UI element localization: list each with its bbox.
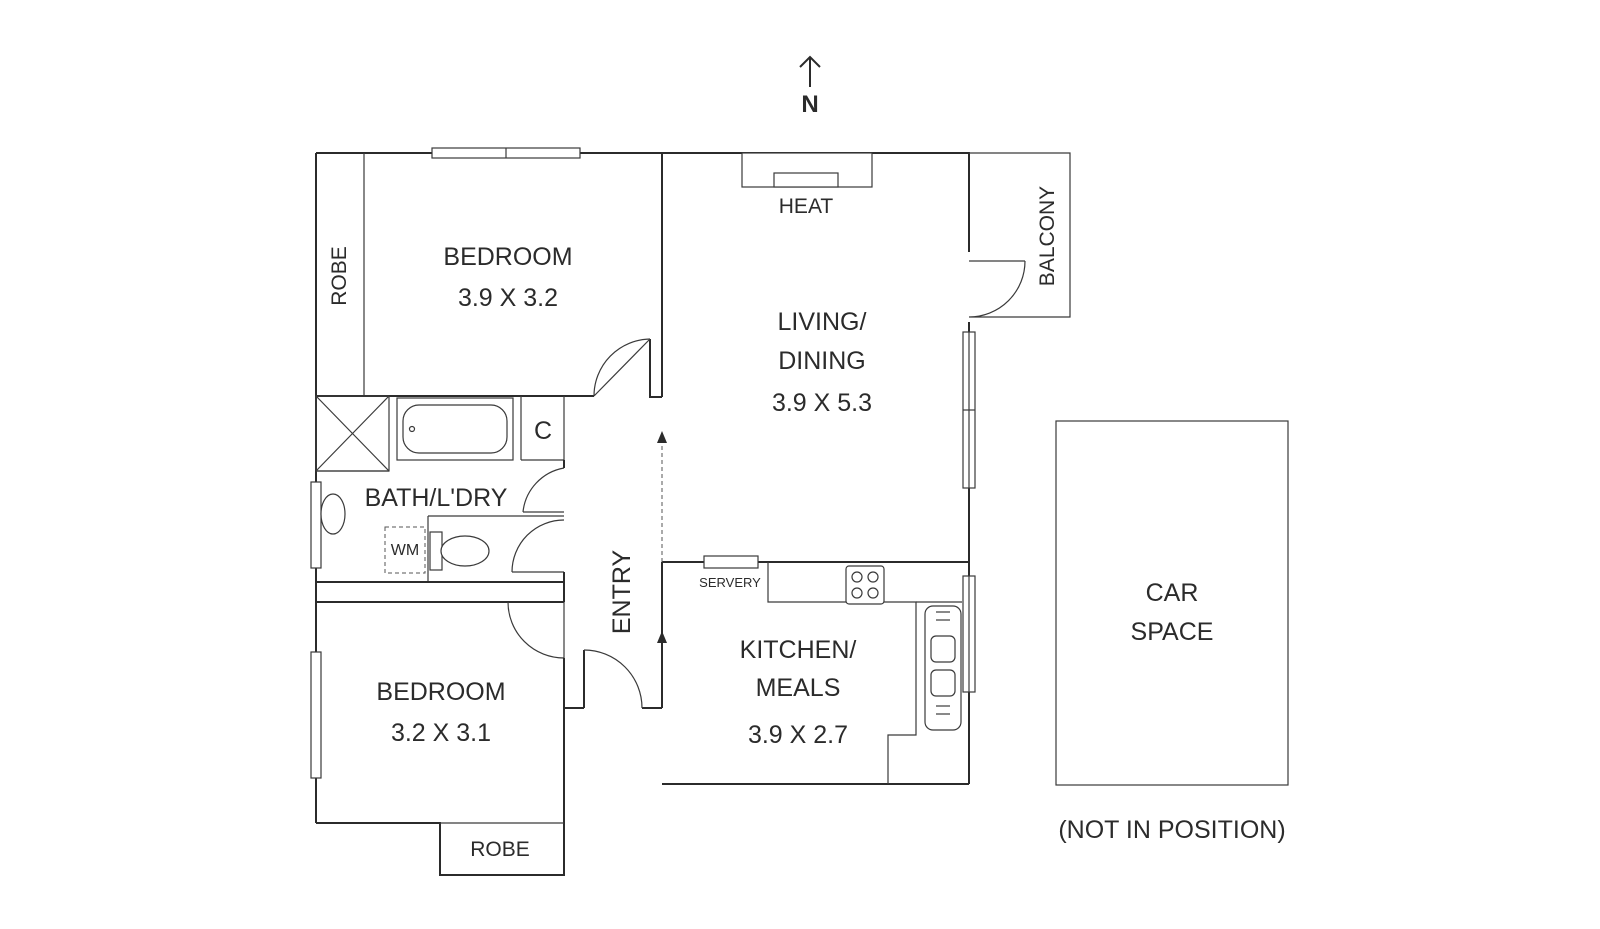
bath-area xyxy=(310,395,565,603)
bedroom-2-name: BEDROOM xyxy=(376,678,505,706)
living-name-line1: LIVING/ xyxy=(778,308,867,336)
bedroom1-south-wall xyxy=(316,338,662,398)
heat-label: HEAT xyxy=(779,195,834,218)
entry xyxy=(564,431,667,709)
cupboard-label: C xyxy=(534,417,552,445)
balcony-label: BALCONY xyxy=(1036,186,1059,286)
servery-label: SERVERY xyxy=(699,575,761,590)
sink-icon xyxy=(924,605,962,731)
living-name-line2: DINING xyxy=(778,347,866,375)
car-space xyxy=(1055,420,1289,786)
living-dims: 3.9 X 5.3 xyxy=(772,389,872,417)
outer-walls xyxy=(315,152,970,876)
wm-label: WM xyxy=(391,542,419,559)
north-arrow-icon xyxy=(799,55,821,87)
kitchen-name-line1: KITCHEN/ xyxy=(740,636,857,664)
kitchen-name-line2: MEALS xyxy=(756,674,841,702)
bath-label: BATH/L'DRY xyxy=(365,484,508,512)
north-label: N xyxy=(801,91,818,118)
kitchen-dims: 3.9 X 2.7 xyxy=(748,721,848,749)
car-name-line1: CAR xyxy=(1146,579,1199,607)
car-name-line2: SPACE xyxy=(1131,618,1214,646)
kitchen xyxy=(703,555,976,784)
window-living-east xyxy=(962,331,976,489)
bedroom-1-dims: 3.9 X 3.2 xyxy=(458,284,558,312)
robe-2-label: ROBE xyxy=(470,838,530,861)
balcony xyxy=(968,152,1071,318)
cooktop-icon xyxy=(845,565,885,605)
entry-label: ENTRY xyxy=(608,550,636,635)
bedroom-2 xyxy=(310,601,565,824)
car-note: (NOT IN POSITION) xyxy=(1058,816,1285,844)
robe-1-label: ROBE xyxy=(328,246,351,306)
heater-icon xyxy=(741,152,873,188)
bedroom-1-name: BEDROOM xyxy=(443,243,572,271)
window-bedroom-north xyxy=(431,147,581,159)
bedroom-2-dims: 3.2 X 3.1 xyxy=(391,719,491,747)
